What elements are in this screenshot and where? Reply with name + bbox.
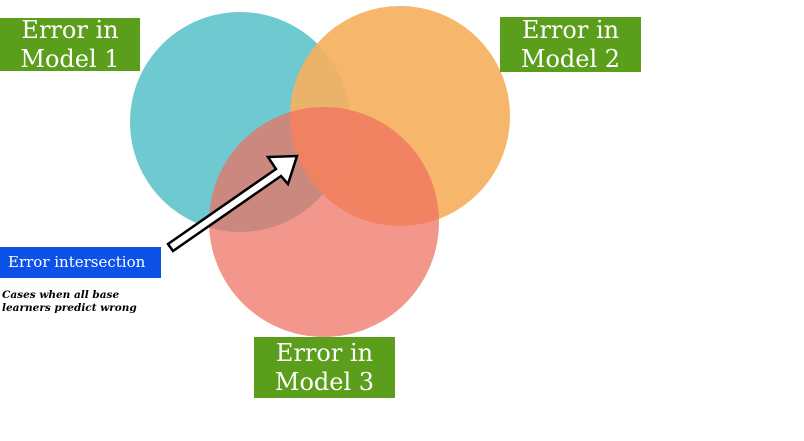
model-1-label: Error in Model 1 [0,15,140,73]
model-2-label: Error in Model 2 [500,15,641,73]
intersection-caption: Cases when all base learners predict wro… [2,289,172,315]
intersection-title: Error intersection [0,247,161,278]
intersection-arrow-icon [166,154,299,253]
model-3-label-line2: Model 3 [274,367,375,396]
model-3-error-circle [209,107,439,337]
intersection-caption-line2: learners predict wrong [2,302,137,314]
model-3-label: Error in Model 3 [254,337,395,398]
model-3-label-line1: Error in [275,338,374,367]
intersection-caption-line1: Cases when all base [2,289,120,301]
model-2-label-line1: Error in [521,15,620,44]
model-1-label-line1: Error in [21,15,119,44]
model-1-label-line2: Model 1 [20,44,120,73]
model-2-label-line2: Model 2 [520,44,621,73]
